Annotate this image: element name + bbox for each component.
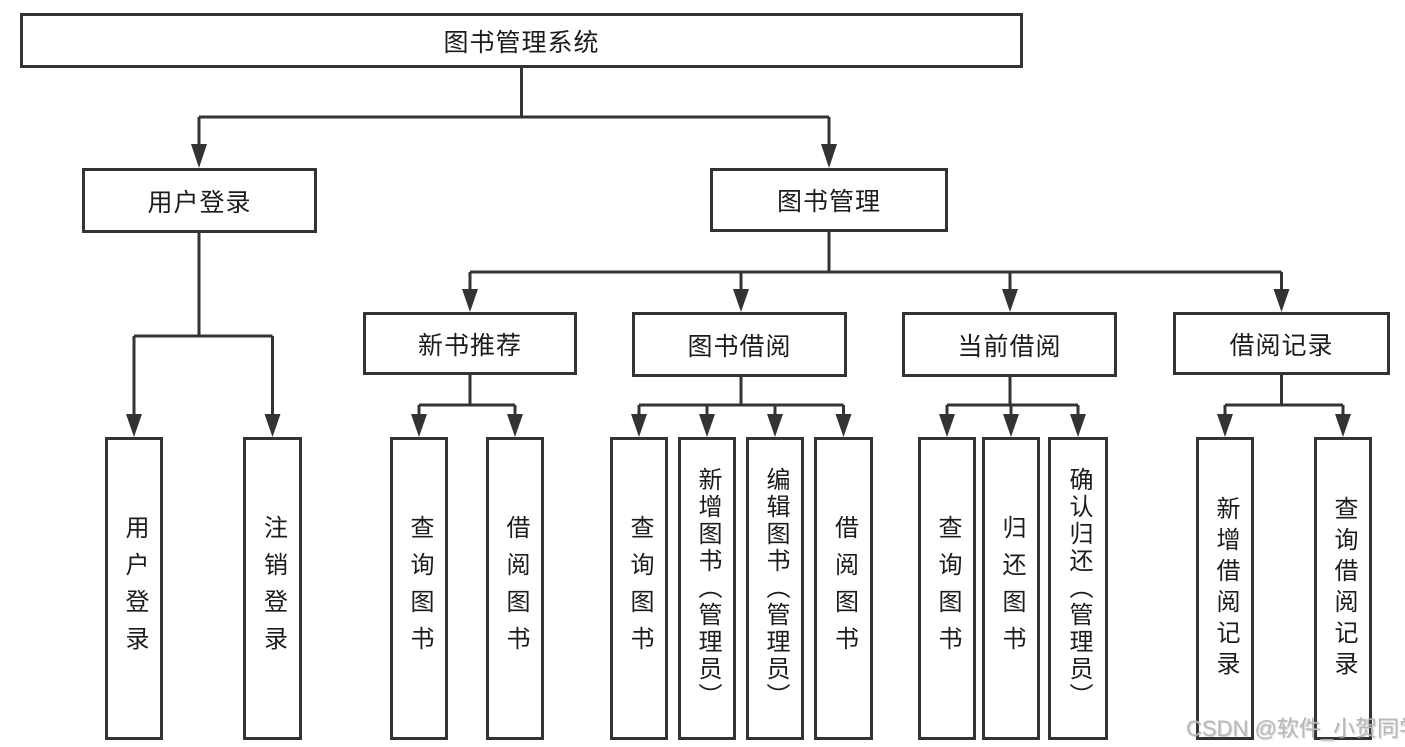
- node-user-login-group-label: 用户登录: [147, 188, 252, 217]
- node-root-label: 图书管理系统: [443, 28, 600, 57]
- node-current-borrowing-label: 当前借阅: [957, 332, 1062, 361]
- leaf-user-login: 用户登录: [105, 437, 163, 740]
- leaf-borrow-edit-books-admin: 编辑图书（管理员）: [746, 437, 804, 740]
- node-book-borrowing: 图书借阅: [632, 312, 847, 377]
- leaf-current-confirm-return-admin: 确认归还（管理员）: [1048, 437, 1108, 740]
- leaf-borrow-borrow-books: 借阅图书: [814, 437, 873, 740]
- node-book-borrowing-label: 图书借阅: [687, 332, 792, 361]
- leaf-current-query-books-label: 查询图书: [934, 514, 961, 663]
- node-current-borrowing: 当前借阅: [902, 312, 1117, 377]
- connector-paths: [132, 68, 1345, 417]
- leaf-records-query-record: 查询借阅记录: [1314, 437, 1372, 740]
- leaf-user-login-label: 用户登录: [121, 514, 148, 663]
- leaf-records-add-record-label: 新增借阅记录: [1212, 495, 1239, 682]
- node-borrowing-records-label: 借阅记录: [1229, 331, 1334, 360]
- node-borrowing-records: 借阅记录: [1173, 312, 1390, 375]
- leaf-borrow-query-books: 查询图书: [610, 437, 668, 740]
- leaf-borrow-add-books-admin-label: 新增图书（管理员）: [694, 467, 721, 710]
- leaf-recommend-query-books: 查询图书: [390, 437, 448, 740]
- leaf-current-confirm-return-admin-label: 确认归还（管理员）: [1065, 467, 1092, 710]
- leaf-records-query-record-label: 查询借阅记录: [1330, 495, 1357, 682]
- leaf-recommend-borrow-books: 借阅图书: [486, 437, 544, 740]
- node-root-library-system: 图书管理系统: [20, 13, 1023, 68]
- leaf-borrow-add-books-admin: 新增图书（管理员）: [678, 437, 736, 740]
- leaf-logout-label: 注销登录: [259, 514, 287, 663]
- node-new-book-recommend-label: 新书推荐: [417, 331, 522, 360]
- leaf-borrow-edit-books-admin-label: 编辑图书（管理员）: [762, 467, 789, 710]
- leaf-recommend-borrow-books-label: 借阅图书: [502, 514, 529, 663]
- leaf-current-return-books: 归还图书: [982, 437, 1040, 740]
- node-book-management: 图书管理: [710, 168, 948, 232]
- leaf-borrow-borrow-books-label: 借阅图书: [830, 514, 858, 663]
- node-new-book-recommend: 新书推荐: [363, 312, 577, 375]
- leaf-borrow-query-books-label: 查询图书: [626, 514, 653, 663]
- leaf-recommend-query-books-label: 查询图书: [406, 514, 433, 663]
- leaf-logout: 注销登录: [243, 437, 302, 740]
- node-user-login-group: 用户登录: [82, 168, 317, 233]
- leaf-current-query-books: 查询图书: [918, 437, 976, 740]
- leaf-records-add-record: 新增借阅记录: [1196, 437, 1254, 740]
- node-book-management-label: 图书管理: [776, 188, 881, 216]
- leaf-current-return-books-label: 归还图书: [998, 514, 1025, 663]
- arrowheads: [126, 144, 1351, 437]
- csdn-watermark: CSDN @软件_小贺同学: [1186, 716, 1405, 741]
